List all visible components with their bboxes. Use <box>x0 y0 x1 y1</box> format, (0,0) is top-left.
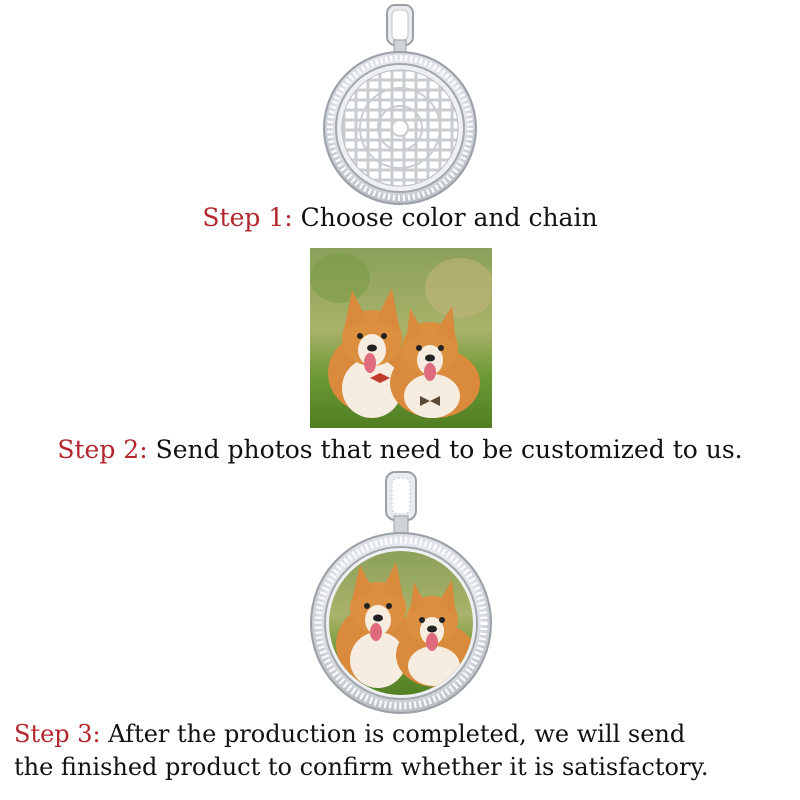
finished-pendant-image <box>306 470 496 718</box>
step-3-caption: Step 3: After the production is complete… <box>14 718 800 784</box>
blank-pendant-image <box>320 0 480 205</box>
step-3-line-2: the finished product to confirm whether … <box>14 753 709 781</box>
step-3-label: Step 3: <box>14 720 101 748</box>
step-2-label: Step 2: <box>57 435 148 464</box>
corgi-photo <box>310 248 492 428</box>
step-3-line-1: Step 3: After the production is complete… <box>14 718 800 751</box>
step-3-text: After the production is completed, we wi… <box>100 720 686 748</box>
step-2-text: Send photos that need to be customized t… <box>147 435 743 464</box>
step-2-caption: Step 2: Send photos that need to be cust… <box>0 435 800 465</box>
step-1-caption: Step 1: Choose color and chain <box>0 203 800 233</box>
step-1-label: Step 1: <box>202 203 293 232</box>
step-1-text: Choose color and chain <box>292 203 598 232</box>
